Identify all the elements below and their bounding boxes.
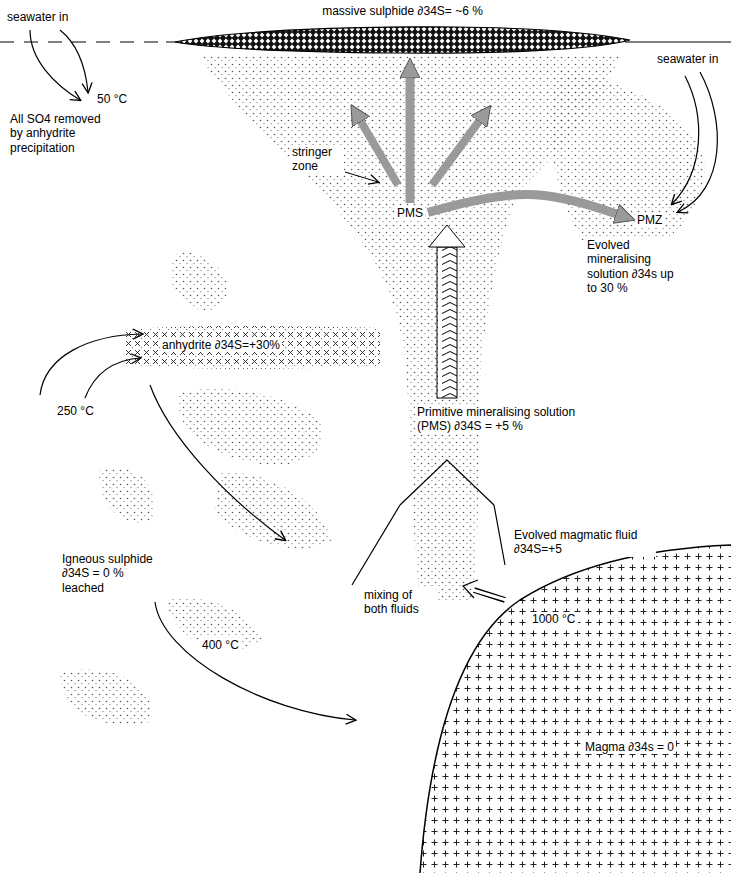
sea-level [0, 41, 178, 42]
massive-sulphide-lens-shape [175, 27, 630, 53]
magma-body-outline [418, 540, 731, 873]
annotation-label: Primitive mineralising solution (PMS) ∂3… [415, 405, 584, 434]
annotation-label: 1000 °C [530, 612, 578, 626]
pmz-zone: PMZ [635, 213, 664, 227]
alteration-stipple [550, 70, 705, 254]
sea-level [625, 41, 731, 42]
stringer-arrow [432, 120, 480, 185]
alteration-stipple [215, 472, 332, 549]
flow-arrow [155, 602, 355, 720]
magmatic-arrow [474, 590, 505, 600]
magma-body: Magma ∂34s = 0 [418, 540, 731, 873]
annotation-label: 400 °C [200, 638, 241, 652]
flow-arrow [672, 76, 699, 204]
alteration-stipple [170, 250, 228, 312]
mixing-arrow [400, 460, 494, 505]
annotation-label: mixing of both fluids [362, 588, 436, 617]
node-label: PMZ [635, 213, 664, 227]
flow-arrow [60, 30, 88, 92]
massive-sulphide-lens: massive sulphide ∂34S= ~6 % [175, 2, 630, 58]
annotation-label: All SO4 removed by anhydrite precipitati… [8, 112, 107, 155]
flow-arrow [428, 194, 618, 214]
alteration-stipple [60, 669, 151, 724]
flow-arrow [30, 30, 80, 100]
stringer-arrow [360, 120, 398, 185]
leader-line [345, 172, 378, 182]
flow-arrow [678, 72, 717, 212]
magma-body-shape [420, 545, 731, 873]
annotation-label: stringer zone [290, 145, 344, 174]
magmatic-arrow [473, 590, 506, 600]
alteration-stipple [99, 467, 153, 522]
node-label: massive sulphide ∂34S= ~6 % [320, 4, 485, 18]
mixing-arrow [352, 505, 505, 585]
node-label: anhydrite ∂34S=+30% [160, 338, 282, 352]
annotation-label: Evolved magmatic fluid ∂34S=+5 [512, 528, 656, 557]
annotation-label: Evolved mineralising solution ∂34s up to… [585, 238, 681, 296]
node-label: Magma ∂34s = 0 [583, 740, 676, 754]
flow-arrow [150, 385, 285, 540]
magmatic-arrow [463, 580, 478, 598]
annotation-label: seawater in [5, 10, 70, 24]
anhydrite-band: anhydrite ∂34S=+30% [125, 322, 380, 372]
alteration-stipple [178, 389, 322, 465]
annotation-label: 50 °C [95, 92, 129, 106]
anhydrite-band-shape [125, 326, 380, 369]
annotation-label: seawater in [655, 52, 720, 66]
pms-zone: PMS [395, 206, 425, 220]
upflow-arrow [437, 247, 457, 398]
node-label: PMS [395, 206, 425, 220]
annotation-label: Igneous sulphide ∂34S = 0 % leached [60, 552, 159, 595]
upflow-arrow [429, 225, 465, 247]
upflow-arrow [437, 247, 457, 398]
annotation-label: 250 °C [55, 404, 96, 418]
magma-body-shape [420, 545, 731, 873]
flow-arrow [406, 76, 415, 203]
